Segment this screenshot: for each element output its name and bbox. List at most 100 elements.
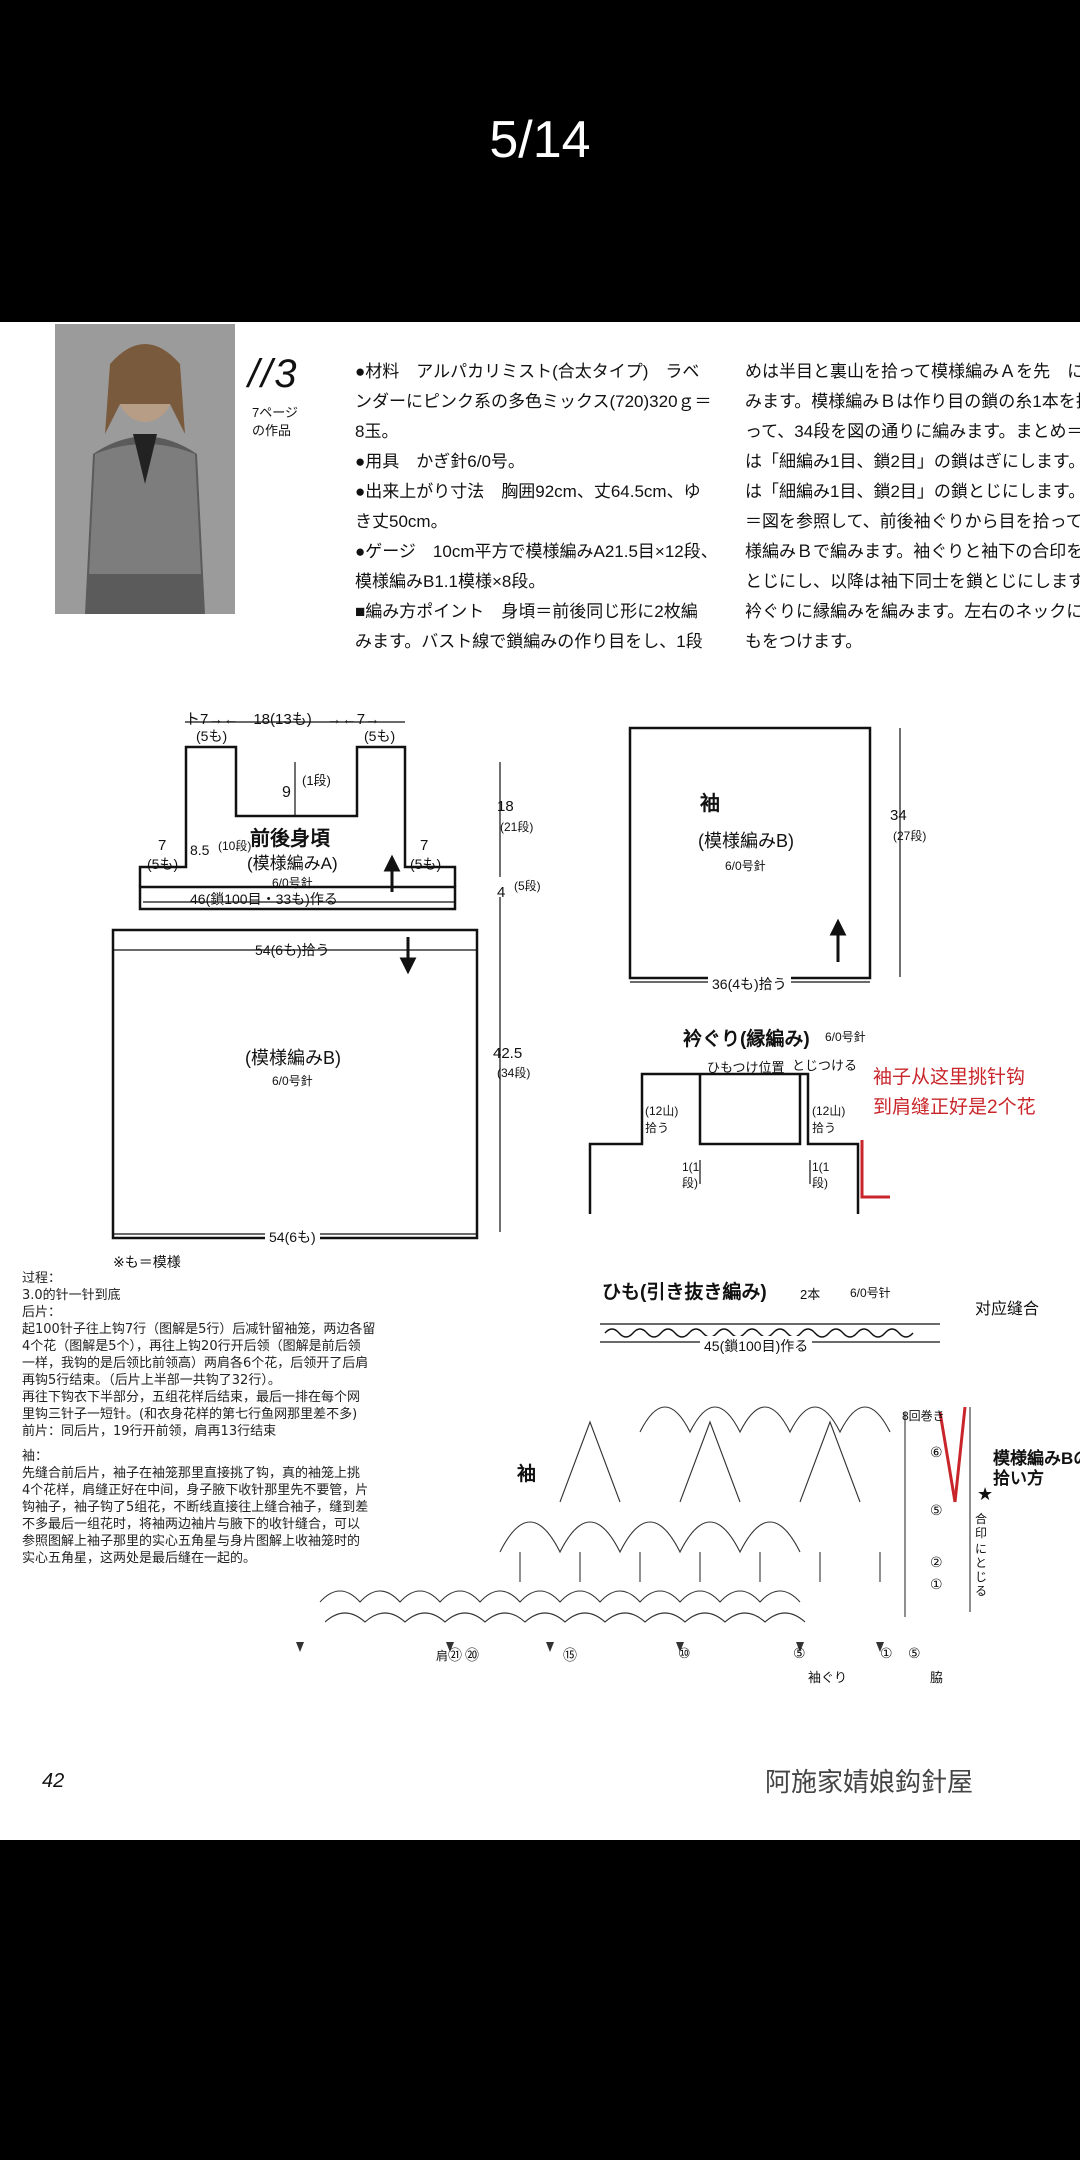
band-height-sub: (5段): [514, 879, 541, 893]
yoke-width: 46(鎖100目・33も)作る: [190, 891, 338, 907]
instruction-line: 様編みＢで編みます。袖ぐりと袖下の合印を鎖: [745, 542, 1080, 561]
bottom-width: 54(6も): [265, 1227, 320, 1247]
lower-pattern: (模様編みB): [245, 1048, 341, 1068]
instruction-line: ●出来上がり寸法 胸囲92cm、丈64.5cm、ゆ: [355, 482, 701, 501]
sleeve-width: 36(4も)拾う: [708, 974, 791, 994]
instruction-line: 模様編みB1.1模様×8段。: [355, 572, 546, 591]
tie-position: ひもつけ位置: [707, 1060, 785, 1075]
pattern-page[interactable]: //3 7ページ の作品 ●材料 アルパカリミスト(合太タイプ) ラベ ンダーに…: [0, 322, 1080, 1840]
pattern-number: //3: [248, 352, 299, 396]
instruction-line: ●ゲージ 10cm平方で模様編みA21.5目×12段、: [355, 542, 718, 561]
instruction-line: は「細編み1目、鎖2目」の鎖はぎにします。脇: [745, 452, 1080, 471]
neck-title: 衿ぐり(縁編み): [683, 1029, 810, 1050]
body-pattern: (模様編みA): [247, 854, 338, 873]
sleeve-pattern: (模様編みB): [698, 831, 794, 851]
instruction-line: ●用具 かぎ針6/0号。: [355, 452, 525, 471]
instruction-line: き丈50cm。: [355, 512, 448, 531]
instructions-column-2: めは半目と裏山を拾って模様編みＡを先 に編 みます。模様編みＢは作り目の鎖の糸1…: [745, 357, 1080, 657]
side-left-sub: (5も): [147, 856, 179, 872]
instruction-line: は「細編み1目、鎖2目」の鎖とじにします。袖: [745, 482, 1080, 501]
note-line: 前片：同后片，19行开前领，肩再13行结束: [22, 1424, 277, 1439]
note-line: 起100针子往上钩7行（图解是5行）后减针留袖笼，两边各留: [22, 1322, 376, 1337]
tie-needle: 6/0号针: [850, 1286, 891, 1300]
note-line: 后片：: [22, 1305, 62, 1320]
neck-right-pickup: (12山)拾う: [812, 1104, 846, 1135]
lower-pickup: 54(6も)拾う: [255, 942, 330, 958]
row-mark: ②: [930, 1554, 943, 1570]
band-height: 4: [497, 884, 506, 901]
instruction-line: とじにし、以降は袖下同士を鎖とじにします。: [745, 572, 1080, 591]
instructions-column-1: ●材料 アルパカリミスト(合太タイプ) ラベ ンダーにピンク系の多色ミックス(7…: [355, 357, 718, 657]
bottom-mark: ⑩: [678, 1645, 691, 1661]
joint-vertical-1: 合印: [975, 1512, 988, 1540]
note-line: 再往下钩衣下半部分，五组花样后结束，最后一排在每个网: [22, 1390, 361, 1405]
sleeve-needle: 6/0号針: [725, 859, 766, 873]
watermark: 阿施家婧娘鈎針屋: [765, 1767, 974, 1797]
instruction-line: ■編み方ポイント 身頃＝前後同じ形に2枚編: [355, 602, 698, 621]
armhole-label: 袖ぐり: [808, 1670, 848, 1685]
body-title: 前後身頃: [250, 828, 330, 850]
join-note: 对应缝合: [975, 1301, 1040, 1318]
row-mark: ⑤: [930, 1502, 943, 1518]
note-line: 再钩5行结束。（后片上半部一共钩了32行）。: [22, 1373, 281, 1388]
lower-height-sub: (34段): [497, 1066, 531, 1080]
tie-count: 2本: [800, 1287, 821, 1302]
tie-length: 45(鎖100目)作る: [700, 1336, 813, 1356]
page-reference-sub: の作品: [252, 423, 292, 438]
model-photo: [55, 324, 235, 614]
chinese-notes: 过程： 3.0的针一针到底 后片： 起100针子往上钩7行（图解是5行）后减针留…: [22, 1270, 462, 1567]
bottom-mark: ⑳: [465, 1647, 479, 1663]
top-width-left-sub: (5も): [196, 728, 228, 744]
star-marker: ★: [977, 1484, 994, 1504]
note-line: 参照图解上袖子那里的实心五角星与身片图解上收袖笼时的: [22, 1534, 361, 1549]
sleeve-note-1: 袖子从这里挑针钩: [873, 1067, 1026, 1088]
lower-needle: 6/0号針: [272, 1074, 313, 1088]
page-reference: 7ページ: [252, 405, 298, 420]
bottom-mark: ⑤: [793, 1645, 806, 1661]
bottom-mark: ㉑: [448, 1647, 462, 1663]
neck-needle: 6/0号針: [825, 1030, 866, 1044]
side-right-sub: (5も): [410, 856, 442, 872]
sleeve-height: 34: [890, 807, 907, 824]
instruction-line: ●材料 アルパカリミスト(合太タイプ) ラベ: [355, 362, 700, 381]
bottom-mark: ①: [880, 1645, 893, 1661]
inner-left-height: 8.5: [190, 842, 210, 858]
note-line: 实心五角星，这两处是最后缝在一起的。: [22, 1551, 257, 1566]
instruction-line: もをつけます。: [745, 632, 863, 651]
note-line: 袖：: [22, 1449, 49, 1464]
note-line: 里钩三针子一短针。(和衣身花样的第七行鱼网那里差不多): [22, 1407, 358, 1422]
note-line: [22, 1440, 462, 1448]
side-left-width: 7: [158, 837, 167, 854]
note-line: 先缝合前后片，袖子在袖笼那里直接挑了钩，真的袖笼上挑: [22, 1466, 361, 1481]
legend-line-1: 模様編みBの: [993, 1449, 1080, 1468]
tie-title: ひも(引き抜き編み): [602, 1282, 767, 1303]
legend-line-2: 拾い方: [993, 1469, 1044, 1488]
body-needle: 6/0号針: [272, 876, 313, 890]
note-line: 钩袖子，袖子钩了5组花，不断线直接往上缝合袖子，缝到差: [22, 1500, 369, 1515]
instruction-line: ＝図を参照して、前後袖ぐりから目を拾って模: [745, 512, 1080, 531]
yoke-height-sub: (21段): [500, 820, 534, 834]
footnote: ※も＝模様: [113, 1254, 181, 1270]
side-right-width: 7: [420, 837, 429, 854]
yoke-height: 18: [497, 798, 514, 815]
note-line: 4个花（图解是5个），再往上钩20行开后领（图解是前后领: [22, 1339, 361, 1354]
neck-right-row: 1(1段): [812, 1160, 830, 1190]
neck-depth: 9: [282, 784, 291, 801]
instruction-line: めは半目と裏山を拾って模様編みＡを先 に編: [745, 362, 1080, 381]
row-mark: ①: [930, 1576, 943, 1592]
top-width-right-sub: (5も): [364, 728, 396, 744]
neck-left-row: 1(1段): [682, 1160, 700, 1190]
chain-note: 8回巻き: [902, 1409, 945, 1423]
note-line: 不多最后一组花时，将袖两边袖片与腋下的收针缝合，可以: [22, 1517, 361, 1532]
sleeve-note-2: 到肩缝正好是2个花: [873, 1097, 1036, 1118]
note-line: 过程：: [22, 1271, 62, 1286]
bottom-mark: 肩: [436, 1649, 449, 1663]
instruction-line: 8玉。: [355, 422, 399, 441]
inner-left-sub: (10段): [218, 839, 252, 853]
neck-depth-sub: (1段): [302, 773, 331, 788]
instruction-line: ンダーにピンク系の多色ミックス(720)320ｇ＝: [355, 392, 712, 411]
sleeve-title: 袖: [700, 793, 720, 815]
note-line: 一样，我钩的是后领比前领高）两肩各6个花，后领开了后肩: [22, 1356, 369, 1371]
chart-title: 袖: [517, 1464, 537, 1485]
instruction-line: って、34段を図の通りに編みます。まとめ＝肩: [745, 422, 1080, 441]
